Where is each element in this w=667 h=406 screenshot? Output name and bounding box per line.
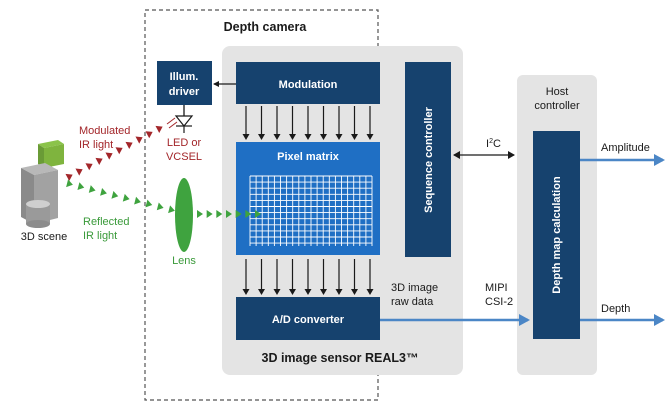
illum-driver-block xyxy=(157,61,212,105)
raw-data-label-line2: raw data xyxy=(391,296,434,308)
ad-arrow-head xyxy=(289,289,296,295)
illum-driver-label-line1: Illum. xyxy=(170,71,199,83)
reflected-light-chevron xyxy=(197,210,203,218)
i2c-label: I2C xyxy=(486,138,501,150)
reflected-light-chevron xyxy=(77,182,85,191)
modulated-light-chevrons xyxy=(65,125,163,181)
reflected-light-chevron xyxy=(145,199,153,208)
modulated-light-chevron xyxy=(75,168,83,176)
reflected-light-chevron xyxy=(66,179,73,188)
ad-arrow-head xyxy=(351,289,358,295)
reflected-light-chevron xyxy=(216,210,223,218)
modulated-light-chevron xyxy=(65,173,73,181)
reflected-light-chevron xyxy=(206,210,213,218)
pixel-matrix-label: Pixel matrix xyxy=(277,151,340,163)
modulated-light-chevron xyxy=(135,136,143,144)
depth-output-label: Depth xyxy=(601,303,630,315)
modulation-label: Modulation xyxy=(279,79,338,91)
ad-arrow-head xyxy=(273,289,281,295)
modulated-ir-label-line2: IR light xyxy=(79,139,113,151)
reflected-light-chevron xyxy=(168,205,175,214)
modulated-light-chevron xyxy=(85,163,93,171)
sequence-controller-block xyxy=(405,62,451,257)
depth-camera-title: Depth camera xyxy=(224,20,308,34)
modulation-arrow-head xyxy=(320,134,327,140)
lens-label: Lens xyxy=(172,255,196,267)
reflected-light-chevron xyxy=(134,196,141,205)
lens-icon xyxy=(175,178,193,252)
ad-converter-label: A/D converter xyxy=(272,314,345,326)
modulation-arrow-head xyxy=(366,134,374,140)
modulated-light-chevron xyxy=(155,125,163,133)
pixel-to-ad-arrows xyxy=(242,259,374,295)
ad-converter-block xyxy=(236,297,380,340)
modulated-light-chevron xyxy=(125,141,133,149)
host-controller-label-line2: controller xyxy=(534,100,580,112)
amplitude-label: Amplitude xyxy=(601,142,650,154)
reflected-light-chevron xyxy=(226,210,232,218)
reflected-light-chevron xyxy=(255,210,261,218)
illum-driver-label-line2: driver xyxy=(169,86,200,98)
scene-label: 3D scene xyxy=(21,231,67,243)
reflected-light-chevron xyxy=(111,190,119,199)
ad-arrow-head xyxy=(242,289,250,295)
reflected-ir-label-line2: IR light xyxy=(83,230,117,242)
modulation-arrow-head xyxy=(289,134,296,140)
modulation-arrow-head xyxy=(242,134,250,140)
ad-arrow-head xyxy=(258,289,265,295)
reflected-ir-label-line1: Reflected xyxy=(83,216,129,228)
reflected-light-chevron xyxy=(88,185,96,193)
modulation-arrow-head xyxy=(304,134,312,140)
modulated-light-chevron xyxy=(95,157,103,165)
led-label-line1: LED or xyxy=(167,137,202,149)
modulation-arrow-head xyxy=(273,134,281,140)
ad-arrow-head xyxy=(320,289,327,295)
modulated-light-chevron xyxy=(145,131,153,139)
ad-arrow-head xyxy=(304,289,312,295)
reflected-light-chevron xyxy=(122,193,130,202)
led-icon xyxy=(166,115,194,133)
mipi-label-line2: CSI-2 xyxy=(485,296,513,308)
reflected-light-chevron xyxy=(156,202,164,211)
raw-data-label-line1: 3D image xyxy=(391,282,438,294)
depth-map-calculation-block xyxy=(533,131,580,339)
reflected-light-chevron xyxy=(245,210,252,218)
led-label-line2: VCSEL xyxy=(166,151,202,163)
scene-objects-icon xyxy=(21,140,64,228)
host-controller-label-line1: Host xyxy=(546,86,569,98)
reflected-light-chevrons xyxy=(66,179,261,218)
modulation-block xyxy=(236,62,380,104)
mipi-label-line1: MIPI xyxy=(485,282,508,294)
depth-map-calculation-label: Depth map calculation xyxy=(551,176,563,294)
modulated-ir-label-line1: Modulated xyxy=(79,125,130,137)
modulation-to-pixel-arrows xyxy=(242,106,374,140)
ad-arrow-head xyxy=(335,289,343,295)
reflected-light-chevron xyxy=(100,188,107,196)
pixel-grid xyxy=(249,175,373,246)
pixel-matrix-block xyxy=(236,142,380,255)
reflected-light-chevron xyxy=(235,210,242,218)
modulation-arrow-head xyxy=(258,134,265,140)
modulation-arrow-head xyxy=(351,134,358,140)
modulated-light-chevron xyxy=(115,147,123,155)
sensor-caption: 3D image sensor REAL3™ xyxy=(262,351,419,365)
modulated-light-chevron xyxy=(105,152,113,160)
ad-arrow-head xyxy=(366,289,374,295)
sequence-controller-label: Sequence controller xyxy=(423,106,435,212)
modulation-arrow-head xyxy=(335,134,343,140)
